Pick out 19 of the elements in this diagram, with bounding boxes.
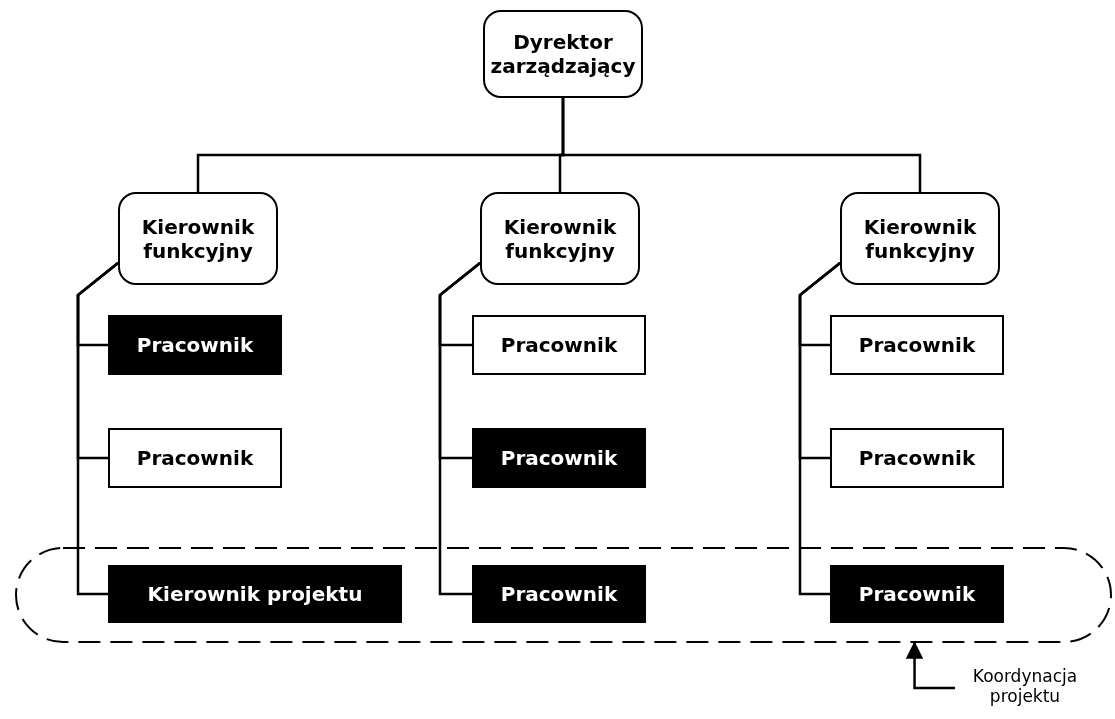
employee-box: Pracownik: [830, 315, 1004, 375]
connector-line: [798, 262, 841, 596]
employee-box: Pracownik: [108, 428, 282, 488]
employee-box: Pracownik: [830, 565, 1004, 623]
connector-line: [438, 262, 481, 596]
employee-box: Kierownik projektu: [108, 565, 402, 623]
role-box: Kierownik funkcyjny: [480, 192, 640, 285]
employee-box: Pracownik: [472, 315, 646, 375]
employee-box: Pracownik: [108, 315, 282, 375]
connector-line: [76, 262, 119, 596]
employee-box: Pracownik: [472, 565, 646, 623]
role-box: Kierownik funkcyjny: [118, 192, 278, 285]
connector-line: [561, 98, 922, 192]
annotation-text: Koordynacja projektu: [955, 662, 1095, 712]
employee-box: Pracownik: [472, 428, 646, 488]
arrow: [905, 641, 955, 690]
employee-box: Pracownik: [830, 428, 1004, 488]
role-box: Dyrektor zarządzający: [483, 10, 643, 98]
role-box: Kierownik funkcyjny: [840, 192, 1000, 285]
